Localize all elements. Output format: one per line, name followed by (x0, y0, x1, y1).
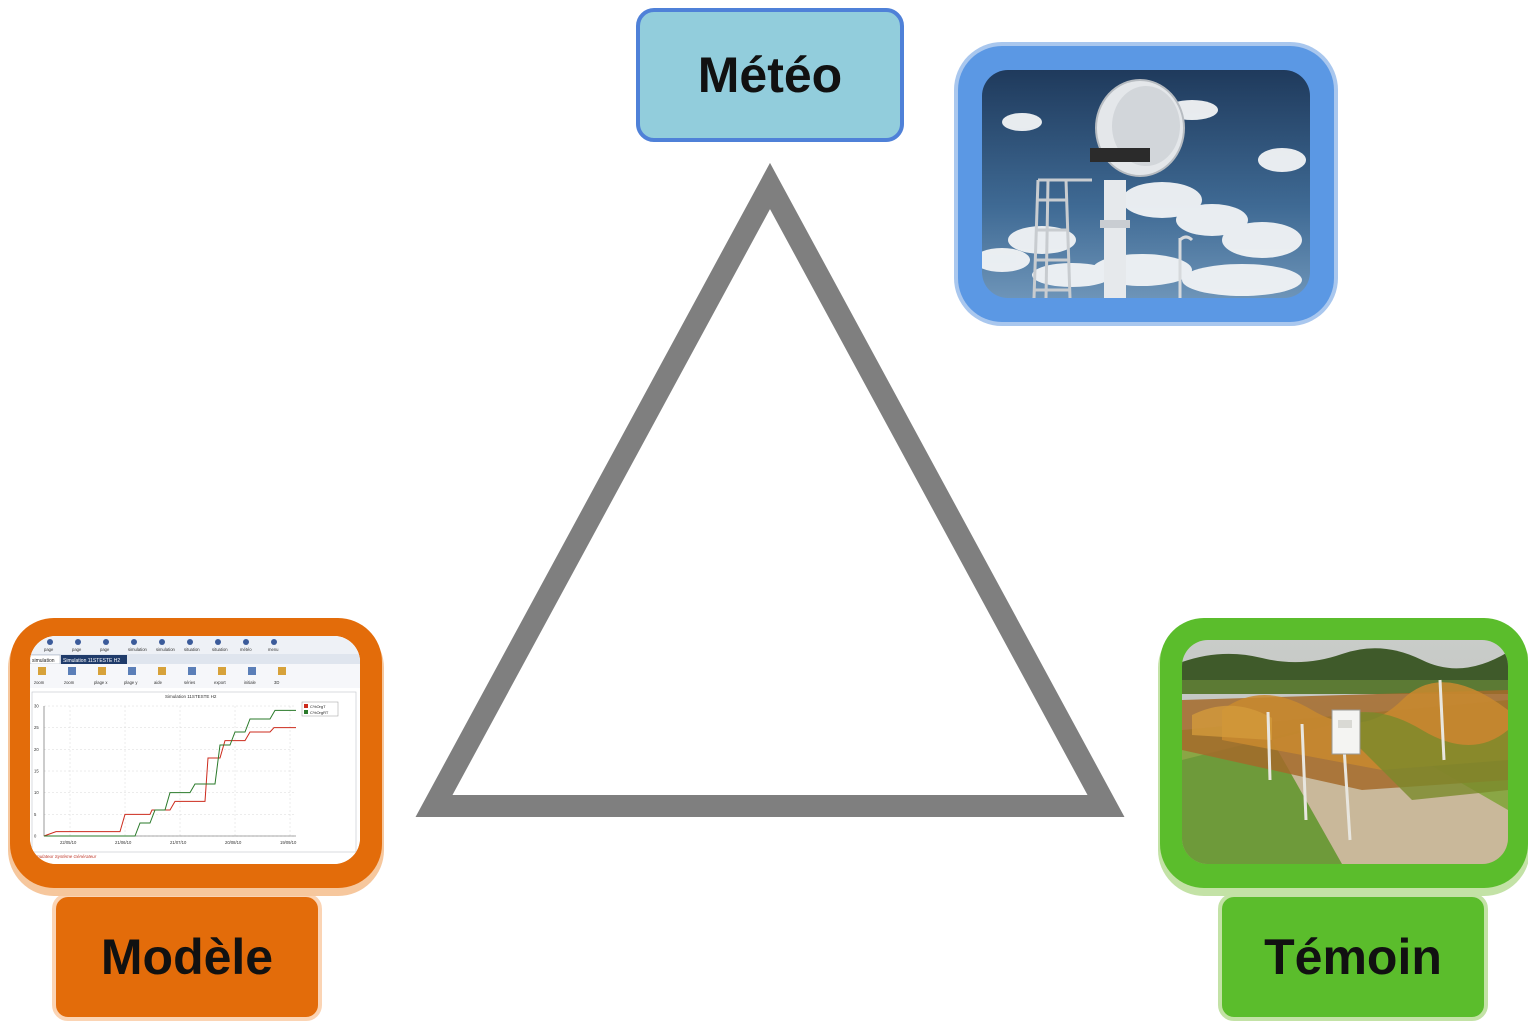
x-tick-label: 22/05/10 (60, 840, 77, 845)
toolbar-item: zoom (64, 680, 75, 685)
toolbar-item: plage x (94, 680, 108, 685)
menu-icon (159, 639, 165, 645)
y-tick-label: 5 (34, 812, 37, 817)
model-toolbar: zoom zoom plage x plage y aide séries export in… (34, 667, 286, 685)
toolbar-item: aide (154, 680, 163, 685)
toolbar-item: 3D (274, 680, 279, 685)
toolbar-icon (218, 667, 226, 675)
x-tick-label: 19/09/10 (280, 840, 297, 845)
menu-item: page (72, 647, 82, 652)
meteo-photo-frame (958, 46, 1334, 322)
modele-label: Modèle (52, 893, 322, 1021)
model-tab: simulation (32, 658, 55, 664)
menu-item: simulation (128, 647, 148, 652)
y-tick-label: 25 (34, 725, 39, 730)
menu-icon (131, 639, 137, 645)
temoin-label: Témoin (1218, 893, 1488, 1021)
modele-label-text: Modèle (100, 929, 274, 985)
legend-box (301, 701, 339, 717)
chart-title: Simulation 11STESTE H2 (165, 694, 217, 699)
menu-item: page (100, 647, 110, 652)
y-tick-label: 15 (34, 769, 39, 774)
menu-icon (243, 639, 249, 645)
model-tab: Simulation 11STESTE H2 (63, 658, 120, 664)
y-tick-label: 0 (34, 834, 37, 839)
toolbar-item: plage y (124, 680, 138, 685)
toolbar-icon (188, 667, 196, 675)
model-footer: Simulateur Système Générateur (32, 854, 97, 859)
menu-icon (215, 639, 221, 645)
menu-item: situation (212, 647, 228, 652)
legend-entry: C%OrgRT (310, 710, 329, 715)
legend-swatch (304, 704, 308, 708)
x-tick-label: 21/06/10 (115, 840, 132, 845)
x-tick-label: 20/08/10 (225, 840, 242, 845)
temoin-label-text: Témoin (1264, 929, 1442, 985)
toolbar-item: initiale (244, 680, 257, 685)
toolbar-item: séries (184, 680, 195, 685)
menu-icon (47, 639, 53, 645)
x-tick-label: 21/07/10 (170, 840, 187, 845)
meteo-label-text: Météo (697, 47, 843, 103)
menu-icon (187, 639, 193, 645)
menu-icon (75, 639, 81, 645)
menu-item: menu (268, 647, 279, 652)
model-menu-bar: page page page simulation simulation situatio… (44, 639, 279, 652)
y-tick-label: 10 (34, 790, 39, 795)
temoin-photo-frame (1160, 618, 1528, 888)
toolbar-icon (158, 667, 166, 675)
menu-item: situation (184, 647, 200, 652)
toolbar-item: export (214, 680, 226, 685)
toolbar-icon (128, 667, 136, 675)
legend-swatch (304, 710, 308, 714)
series-line-green (44, 709, 296, 837)
menu-icon (271, 639, 277, 645)
toolbar-icon (278, 667, 286, 675)
radar-photo (982, 70, 1310, 298)
y-tick-label: 30 (34, 704, 39, 709)
meteo-label: Météo (636, 8, 904, 142)
toolbar-icon (68, 667, 76, 675)
toolbar-icon (248, 667, 256, 675)
y-tick-label: 20 (34, 747, 39, 752)
toolbar-icon (98, 667, 106, 675)
toolbar-item: zoom (34, 680, 45, 685)
modele-photo-frame: page page page simulation simulation situatio… (10, 618, 382, 888)
toolbar-icon (38, 667, 46, 675)
menu-item: page (44, 647, 54, 652)
model-chart-screenshot: page page page simulation simulation situatio… (30, 636, 360, 864)
legend-entry: C%OrgT (310, 704, 326, 709)
triangle-outline (415, 162, 1125, 817)
model-chart: 30 25 20 15 10 5 0 22/05/10 21/06/10 21/07/10 20/0… (34, 701, 339, 845)
menu-item: météo (240, 647, 252, 652)
series-line-red (43, 727, 296, 837)
vineyard-photo (1182, 640, 1508, 864)
menu-icon (103, 639, 109, 645)
menu-item: simulation (156, 647, 176, 652)
